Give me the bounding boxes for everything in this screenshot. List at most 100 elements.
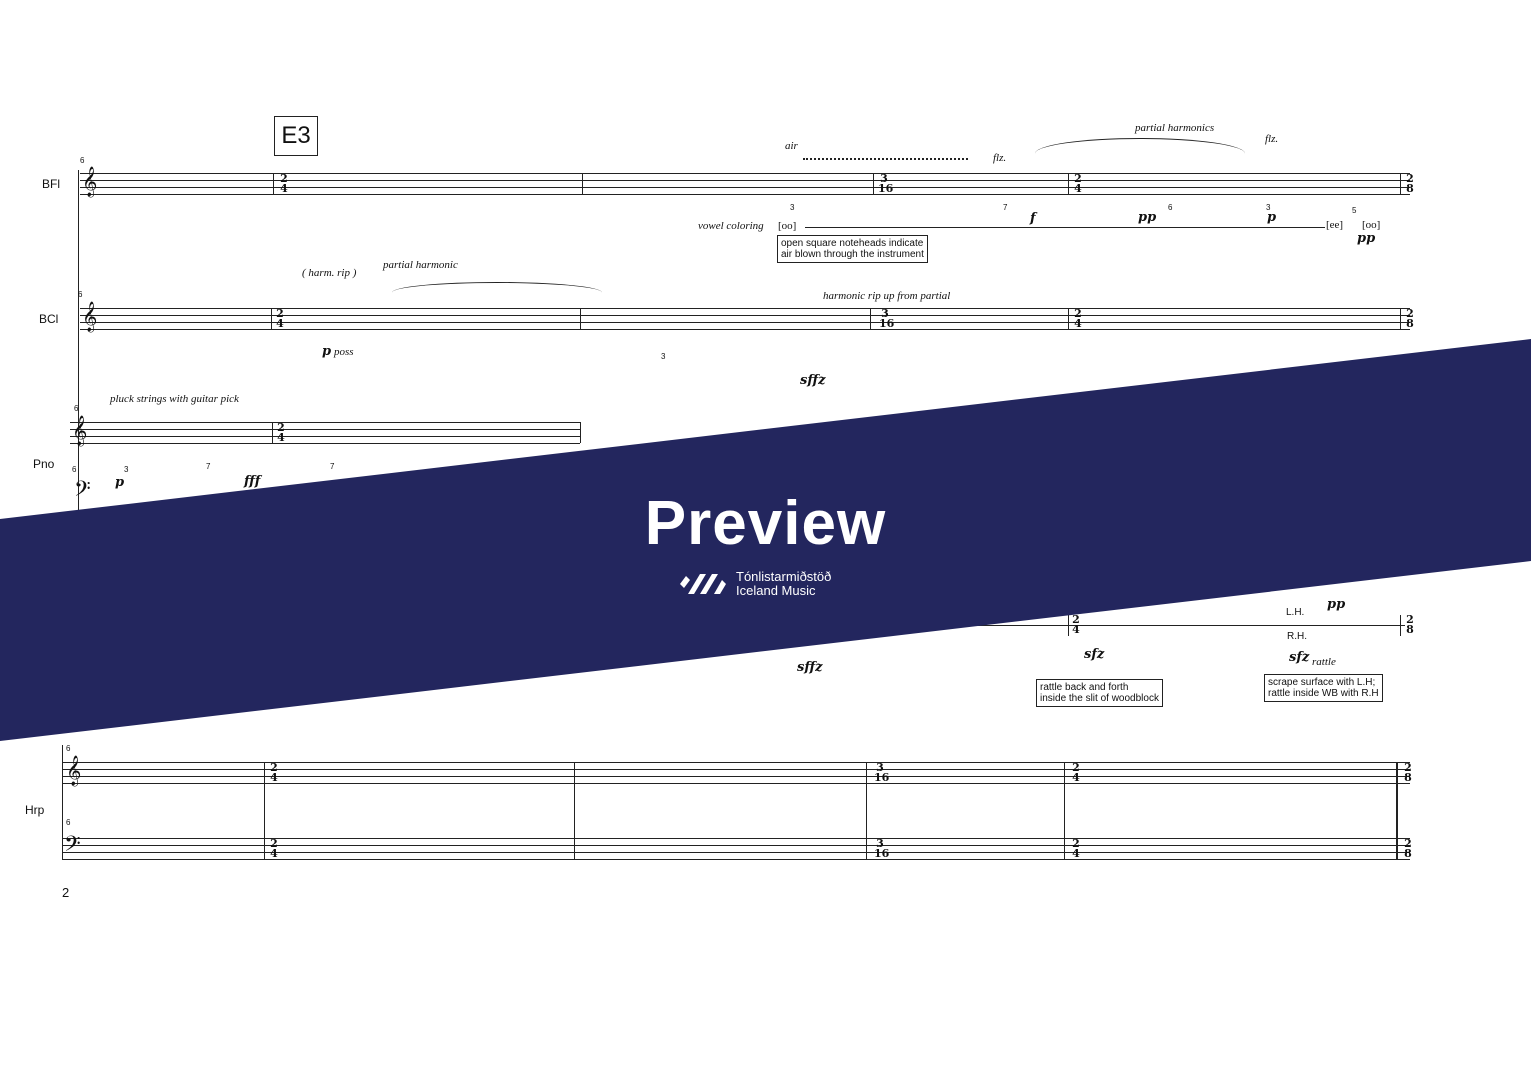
- rehearsal-mark: E3: [274, 116, 318, 156]
- dynamic-sfz: sfz: [1084, 647, 1105, 662]
- dynamic-pp: pp: [1357, 231, 1376, 246]
- logo-line1: Tónlistarmiðstöð: [736, 569, 832, 584]
- treble-clef-icon: 𝄞: [82, 302, 98, 332]
- slur: [392, 282, 602, 303]
- label-lh: L.H.: [1286, 607, 1305, 618]
- expr-pluck: pluck strings with guitar pick: [110, 393, 239, 405]
- staff-pno-treble: [70, 422, 580, 444]
- tuplet: 3: [790, 203, 795, 212]
- barline: [580, 308, 581, 329]
- barline: [1400, 615, 1401, 636]
- barline: [873, 173, 874, 194]
- vowel-arrow-line: [805, 227, 1325, 228]
- dynamic-sfz: sfz: [1289, 650, 1310, 665]
- label-rh: R.H.: [1287, 631, 1307, 642]
- expr-flz: flz.: [1265, 133, 1279, 145]
- barline: [272, 422, 273, 443]
- barline: [1068, 615, 1069, 636]
- treble-clef-icon: 𝄞: [82, 167, 98, 197]
- dynamic-sffz: sffz: [797, 660, 823, 675]
- barline: [1068, 308, 1069, 329]
- bass-clef-icon: 𝄢: [74, 477, 91, 507]
- barline: [574, 762, 575, 859]
- staff-hrp-bass: [62, 838, 1410, 860]
- expr-air: air: [785, 140, 798, 152]
- tuplet: 7: [330, 462, 335, 471]
- expr-rattle: rattle: [1312, 656, 1336, 668]
- tuplet: 3: [1266, 203, 1271, 212]
- instrument-label-hrp: Hrp: [25, 803, 45, 817]
- meter-number: 6: [74, 404, 79, 413]
- barline: [1064, 762, 1065, 859]
- barline: [264, 762, 265, 859]
- dynamic-pp: pp: [1327, 597, 1346, 612]
- instrument-label-bfl: BFl: [42, 177, 60, 191]
- dynamic-p: p: [322, 344, 332, 359]
- preview-title: Preview: [644, 489, 887, 558]
- vowel-oo: [oo]: [1362, 219, 1381, 231]
- annotation-box: rattle back and forth inside the slit of…: [1036, 679, 1163, 707]
- staff-bcl: [80, 308, 1410, 330]
- barline: [1400, 308, 1401, 329]
- staff-hrp-treble: [62, 762, 1410, 784]
- logo-line2: Iceland Music: [736, 583, 816, 598]
- tuplet: 7: [1003, 203, 1008, 212]
- treble-clef-icon: 𝄞: [66, 756, 82, 786]
- expr-partial-harmonic: partial harmonic: [383, 259, 458, 271]
- dynamic-p: p: [115, 475, 125, 490]
- dynamic-f: f: [1030, 211, 1036, 226]
- barline: [580, 422, 581, 443]
- meter-number: 6: [66, 818, 71, 827]
- barline: [582, 173, 583, 194]
- barline: [271, 308, 272, 329]
- annotation-box: open square noteheads indicate air blown…: [777, 235, 928, 263]
- staff-bfl: [80, 173, 1410, 195]
- logo-mark-icon: [680, 574, 726, 594]
- expr-vowel-coloring: vowel coloring: [698, 220, 764, 232]
- instrument-label-pno: Pno: [33, 457, 55, 471]
- tuplet: 3: [124, 465, 129, 474]
- vowel-oo: [oo]: [778, 220, 797, 232]
- vowel-ee: [ee]: [1326, 219, 1344, 231]
- expr-poss: poss: [334, 346, 354, 358]
- barline: [1068, 173, 1069, 194]
- barline: [866, 762, 867, 859]
- meter-number: 6: [80, 156, 85, 165]
- meter-number: 6: [78, 290, 83, 299]
- slur: [1035, 138, 1245, 169]
- barline: [870, 308, 871, 329]
- annotation-box: scrape surface with L.H; rattle inside W…: [1264, 674, 1383, 702]
- barline: [1396, 762, 1398, 859]
- barline: [62, 745, 63, 859]
- page-number: 2: [62, 885, 70, 900]
- instrument-label-bcl: BCl: [39, 312, 59, 326]
- tuplet: 7: [206, 462, 211, 471]
- banner-band: [0, 339, 1531, 741]
- expr-partial-harmonics: partial harmonics: [1135, 122, 1215, 134]
- system-barline: [78, 170, 79, 690]
- iceland-music-logo: Tónlistarmiðstöð Iceland Music: [678, 570, 831, 598]
- bass-clef-icon: 𝄢: [64, 832, 81, 862]
- dynamic-fff: fff: [244, 474, 261, 489]
- expr-flz: flz.: [993, 152, 1007, 164]
- staff-perc: [880, 625, 1405, 626]
